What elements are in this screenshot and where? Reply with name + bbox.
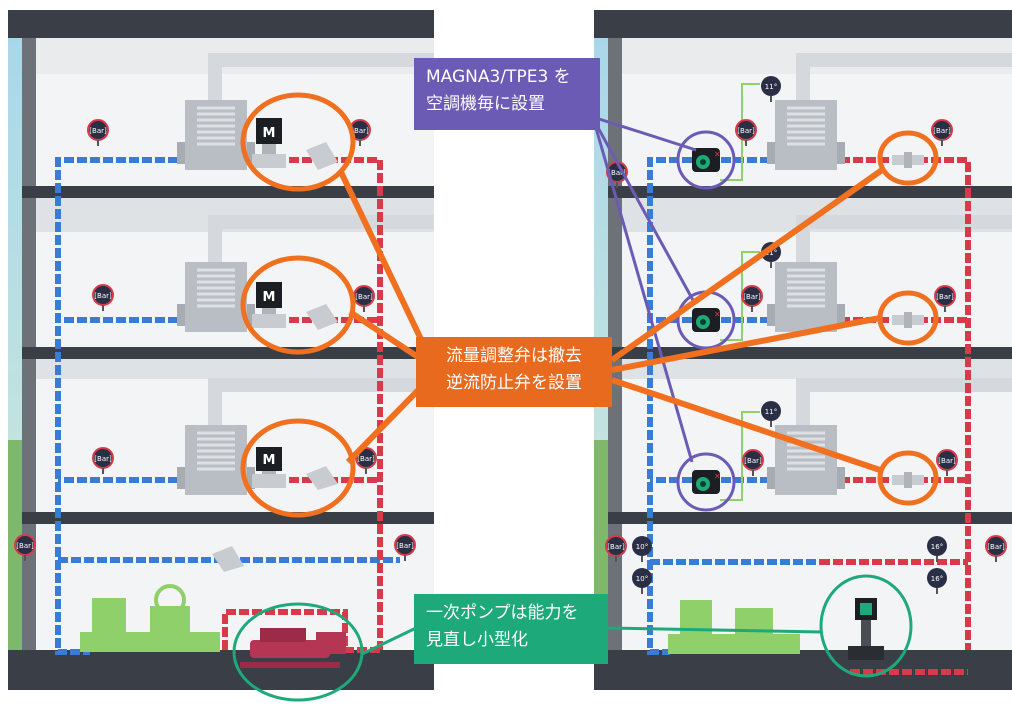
pressure-gauge: [Bar] bbox=[87, 119, 109, 147]
thermometer-icon: 10° bbox=[631, 567, 653, 595]
valve-callout: 流量調整弁は撤去 逆流防止弁を設置 bbox=[416, 337, 612, 407]
pressure-gauge: [Bar] bbox=[353, 285, 375, 313]
circulator-pump-icon bbox=[692, 148, 721, 172]
chiller-icon bbox=[80, 584, 220, 652]
svg-text:[Bar]: [Bar] bbox=[94, 455, 112, 463]
thermometer-icon: 10° bbox=[631, 535, 653, 563]
valve-callout-line1: 流量調整弁は撤去 bbox=[446, 346, 582, 366]
thermometer-icon: 11° bbox=[760, 75, 782, 103]
pressure-gauge: [Bar] bbox=[349, 119, 371, 147]
pressure-gauge: [Bar] bbox=[92, 284, 114, 312]
pump-callout: 一次ポンプは能力を 見直し小型化 bbox=[414, 594, 608, 664]
magna-callout: MAGNA3/TPE3 を 空調機毎に設置 bbox=[414, 58, 600, 130]
pump-highlight-circles bbox=[676, 130, 736, 512]
pressure-gauge: [Bar] bbox=[92, 447, 114, 475]
motorized-valve-icon: M bbox=[252, 447, 286, 488]
pressure-gauge: [Bar] bbox=[985, 535, 1007, 563]
svg-text:[Bar]: [Bar] bbox=[94, 292, 112, 300]
leader-lines bbox=[337, 116, 884, 656]
pressure-gauge: [Bar] bbox=[606, 161, 628, 189]
pressure-gauge: [Bar] bbox=[934, 285, 956, 313]
motorized-valve-icon: M bbox=[252, 282, 286, 328]
pump-callout-line1: 一次ポンプは能力を bbox=[426, 603, 579, 623]
ahu-unit-icon bbox=[765, 260, 847, 334]
svg-text:M: M bbox=[263, 290, 276, 305]
inline-pump-icon bbox=[848, 598, 884, 660]
svg-text:[Bar]: [Bar] bbox=[16, 542, 34, 550]
thermometer-icon: 16° bbox=[926, 567, 948, 595]
svg-text:M: M bbox=[263, 126, 276, 141]
check-valve-icon bbox=[212, 142, 338, 572]
svg-text:16°: 16° bbox=[931, 575, 943, 583]
pump-callout-line2: 見直し小型化 bbox=[426, 630, 528, 650]
svg-text:10°: 10° bbox=[636, 543, 648, 551]
pressure-gauge: [Bar] bbox=[14, 534, 36, 562]
svg-text:[Bar]: [Bar] bbox=[607, 543, 625, 551]
svg-text:[Bar]: [Bar] bbox=[744, 457, 762, 465]
svg-text:[Bar]: [Bar] bbox=[933, 127, 951, 135]
magna-callout-line1: MAGNA3/TPE3 を bbox=[426, 67, 571, 87]
svg-text:10°: 10° bbox=[636, 575, 648, 583]
circulator-pump-icon bbox=[692, 470, 721, 494]
thermometer-icon: 11° bbox=[760, 400, 782, 428]
valve-callout-line2: 逆流防止弁を設置 bbox=[446, 373, 582, 393]
pump-highlight-circle bbox=[232, 602, 364, 702]
centrifugal-pump-icon bbox=[240, 628, 346, 668]
pressure-gauge: [Bar] bbox=[605, 535, 627, 563]
svg-text:[Bar]: [Bar] bbox=[89, 127, 107, 135]
circulator-pump-icon bbox=[692, 308, 721, 332]
pressure-gauge: [Bar] bbox=[931, 119, 953, 147]
svg-text:11°: 11° bbox=[765, 408, 777, 416]
svg-text:[Bar]: [Bar] bbox=[396, 542, 414, 550]
thermometer-icon: 16° bbox=[926, 535, 948, 563]
highlight-circles bbox=[240, 92, 356, 518]
left-building: M M M [Bar] [Bar] bbox=[8, 10, 434, 702]
svg-text:[Bar]: [Bar] bbox=[737, 127, 755, 135]
motorized-valve-icon: M bbox=[252, 118, 286, 168]
highlight-circles bbox=[877, 130, 939, 506]
pressure-gauge: [Bar] bbox=[355, 447, 377, 475]
svg-text:M: M bbox=[263, 453, 276, 468]
svg-text:[Bar]: [Bar] bbox=[608, 169, 626, 177]
svg-text:[Bar]: [Bar] bbox=[987, 543, 1005, 551]
pressure-gauge: [Bar] bbox=[735, 119, 757, 147]
right-building: [Bar] [Bar] [Bar] [Bar] [Bar] [Bar] [Bar… bbox=[594, 10, 1012, 690]
ahu-unit-icon bbox=[765, 98, 847, 172]
svg-text:[Bar]: [Bar] bbox=[355, 293, 373, 301]
pressure-gauge: [Bar] bbox=[741, 285, 763, 313]
svg-text:16°: 16° bbox=[931, 543, 943, 551]
pressure-gauge: [Bar] bbox=[742, 449, 764, 477]
pressure-gauge: [Bar] bbox=[936, 449, 958, 477]
svg-text:[Bar]: [Bar] bbox=[351, 127, 369, 135]
svg-text:[Bar]: [Bar] bbox=[743, 293, 761, 301]
pump-highlight-circle bbox=[819, 574, 913, 678]
pressure-gauge: [Bar] bbox=[394, 534, 416, 562]
svg-text:11°: 11° bbox=[765, 83, 777, 91]
magna-callout-line2: 空調機毎に設置 bbox=[426, 94, 545, 114]
svg-text:[Bar]: [Bar] bbox=[357, 455, 375, 463]
svg-text:[Bar]: [Bar] bbox=[938, 457, 956, 465]
svg-text:[Bar]: [Bar] bbox=[936, 293, 954, 301]
thermometer-icon: 11° bbox=[760, 241, 782, 269]
svg-text:11°: 11° bbox=[765, 249, 777, 257]
